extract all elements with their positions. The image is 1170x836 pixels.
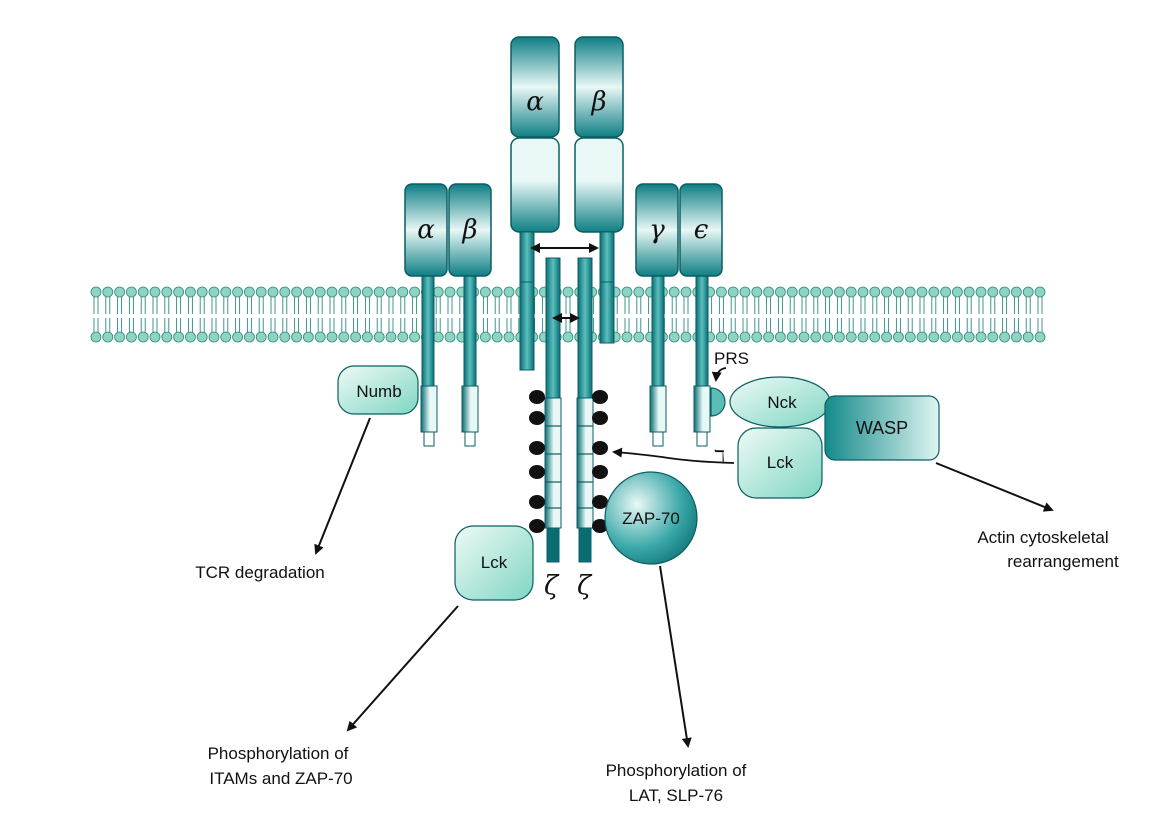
lck-top-protein <box>737 427 823 499</box>
itam-phospho-dot <box>592 519 608 533</box>
tcr-degradation-label: TCR degradation <box>195 563 324 582</box>
lck-bottom-protein <box>454 525 534 601</box>
itam-phospho-dot <box>529 465 545 479</box>
tcr-alpha-label: α <box>526 87 544 117</box>
wasp-protein <box>824 395 940 461</box>
zeta-left-label: ζ <box>544 571 560 601</box>
cd3-epsilon-chain <box>679 183 723 447</box>
zeta-chain-left <box>544 257 562 563</box>
itam-phosphorylation-label-2: ITAMs and ZAP-70 <box>209 769 352 788</box>
itam-phospho-sites <box>529 390 608 533</box>
itam-phospho-dot <box>592 411 608 425</box>
prs-label: PRS <box>714 349 749 368</box>
zap70-label: ZAP-70 <box>622 509 680 528</box>
itam-phospho-dot <box>529 519 545 533</box>
numb-label: Numb <box>356 382 401 401</box>
lck-bottom-arrow <box>346 605 459 732</box>
lck-bottom-label: Lck <box>481 553 508 572</box>
zeta-chain-right <box>576 257 594 563</box>
itam-phospho-dot <box>529 390 545 404</box>
zap70-arrow <box>659 565 692 748</box>
lck-top-label: Lck <box>767 453 794 472</box>
wasp-arrow <box>935 462 1054 512</box>
itam-phospho-dot <box>529 411 545 425</box>
cell-membrane <box>90 286 1046 343</box>
lat-phosphorylation-label-1: Phosphorylation of <box>606 761 747 780</box>
cd3-left-beta-label: β <box>461 215 477 245</box>
tcr-beta-chain <box>574 36 624 344</box>
zap70-protein <box>604 471 698 565</box>
lat-phosphorylation-label-2: LAT, SLP-76 <box>629 786 723 805</box>
prs-domain <box>710 387 726 417</box>
tcr-alpha-chain <box>510 36 560 371</box>
actin-rearrangement-label-1: Actin cytoskeletal <box>977 528 1108 547</box>
lck-to-zeta-arrow <box>612 447 735 464</box>
numb-protein <box>337 365 419 415</box>
nck-label: Nck <box>767 393 797 412</box>
prs-arrow <box>711 367 727 382</box>
cd3-gamma-label: γ <box>649 215 665 245</box>
cd3-epsilon-label: ϵ <box>694 215 709 245</box>
zeta-right-label: ζ <box>577 571 593 601</box>
cd3-left-alpha-label: α <box>417 215 435 245</box>
actin-rearrangement-label-2: rearrangement <box>1007 552 1119 571</box>
itam-phosphorylation-label-1: Phosphorylation of <box>208 744 349 763</box>
tcr-beta-label: β <box>590 87 606 117</box>
cd3-left-alpha-chain <box>404 183 448 447</box>
wasp-label: WASP <box>856 418 908 438</box>
itam-phospho-dot <box>592 495 608 509</box>
phospho-mark: ℸ <box>714 447 725 466</box>
itam-phospho-dot <box>592 465 608 479</box>
itam-phospho-dot <box>592 390 608 404</box>
cd3-gamma-chain <box>635 183 679 447</box>
itam-phospho-dot <box>592 441 608 455</box>
itam-phospho-dot <box>529 495 545 509</box>
cd3-left-beta-chain <box>448 183 492 447</box>
numb-arrow <box>314 417 371 555</box>
itam-phospho-dot <box>529 441 545 455</box>
